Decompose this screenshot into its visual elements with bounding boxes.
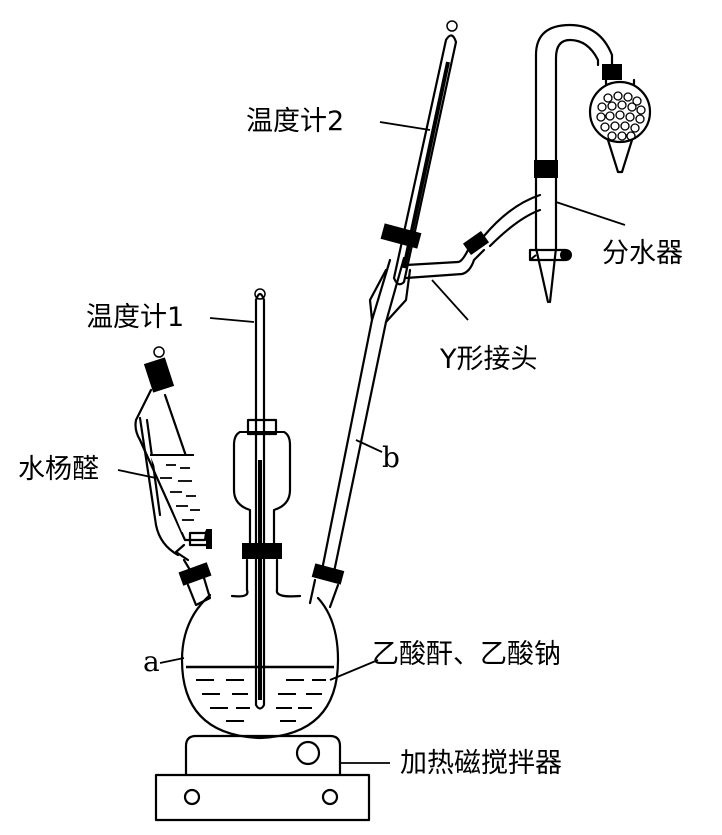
label-water-separator: 分水器: [602, 238, 683, 269]
liquid-dashes: [196, 679, 326, 722]
magnetic-stirrer: [154, 734, 371, 822]
label-reagents: 乙酸酐、乙酸钠: [372, 639, 561, 670]
label-salicylaldehyde: 水杨醛: [18, 454, 99, 485]
label-thermometer-2: 温度计2: [246, 106, 344, 137]
label-stirrer: 加热磁搅拌器: [400, 748, 562, 779]
thermometer-1-assembly: [232, 288, 292, 710]
label-tube-b: b: [382, 441, 400, 474]
label-thermometer-1: 温度计1: [86, 302, 184, 333]
leader-lines: [117, 121, 626, 764]
tube-b: [320, 223, 422, 574]
drying-agent-dots: [596, 91, 646, 141]
label-y-joint: Y形接头: [439, 344, 538, 375]
label-flask-a: a: [143, 645, 160, 678]
y-joint: [404, 193, 542, 280]
dropping-funnel: [134, 346, 214, 582]
water-separator: [528, 23, 652, 304]
funnel-liquid-dashes: [160, 464, 200, 521]
thermometer-2: [392, 20, 458, 286]
round-bottom-flask: [178, 543, 345, 740]
